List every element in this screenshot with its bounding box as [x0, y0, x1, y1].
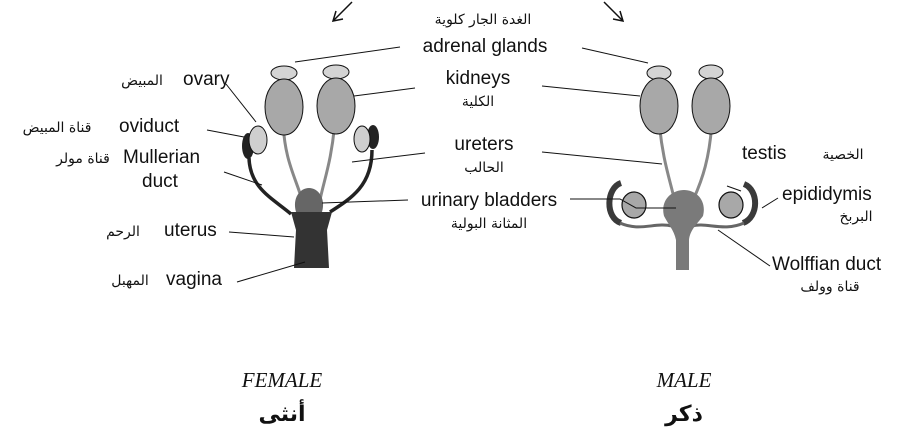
label-epididymis: epididymis	[782, 184, 872, 205]
labels: الغدة الجار كلوية adrenal glands kidneys…	[23, 12, 882, 295]
epididymis-right	[743, 184, 755, 223]
label-wolffian-duct-ar: قناة وولف	[800, 279, 859, 295]
leader-vagina	[237, 262, 305, 282]
uterus-vagina	[291, 212, 332, 268]
leader-adrenal-right	[582, 48, 648, 63]
label-epididymis-ar: البربخ	[839, 209, 872, 225]
label-urinary-bladders: urinary bladders	[421, 190, 557, 211]
female-adrenal-left	[271, 66, 297, 80]
label-mullerian-line1: Mullerian	[123, 147, 200, 168]
female-kidney-right	[317, 78, 355, 134]
label-kidneys-ar: الكلية	[462, 94, 494, 110]
label-ovary: ovary	[183, 69, 230, 90]
mullerian-duct-left	[249, 158, 291, 214]
leader-oviduct	[207, 130, 244, 137]
leader-wolffian	[718, 230, 770, 266]
label-mullerian-ar: قناة مولر	[55, 151, 110, 167]
label-uterus: uterus	[164, 220, 217, 241]
caption-female-ar: أنثى	[258, 398, 305, 427]
testis-left	[622, 192, 646, 218]
label-uterus-ar: الرحم	[106, 224, 140, 240]
label-testis: testis	[742, 143, 786, 164]
label-testis-ar: الخصية	[822, 147, 863, 163]
epididymis-left	[609, 183, 621, 223]
arrow-to-male	[604, 2, 622, 20]
leader-uterus	[229, 232, 294, 237]
leader-ovary	[226, 84, 256, 122]
wolffian-duct-left	[620, 223, 672, 227]
female-adrenal-right	[323, 65, 349, 79]
leader-mullerian	[224, 172, 262, 185]
male-kidney-left	[640, 78, 678, 134]
male-organs	[609, 65, 755, 270]
arrow-to-female	[334, 2, 352, 20]
leader-ureter-right	[542, 152, 662, 164]
male-kidney-right	[692, 78, 730, 134]
female-kidney-left	[265, 79, 303, 135]
male-urinary-bladder	[663, 190, 704, 270]
label-ureters: ureters	[454, 134, 513, 155]
leader-kidney-right	[542, 86, 640, 96]
leader-adrenal-left	[295, 47, 400, 62]
ovary-left	[249, 126, 267, 154]
label-adrenal-glands: adrenal glands	[423, 36, 548, 57]
label-wolffian-duct: Wolffian duct	[772, 254, 882, 275]
label-ovary-ar: المبيض	[121, 73, 163, 89]
leader-ureter-left	[352, 153, 425, 162]
caption-female: FEMALE	[241, 368, 323, 392]
leader-kidney-left	[354, 88, 415, 96]
ovary-right	[354, 126, 370, 152]
caption-male-ar: ذكر	[664, 402, 703, 427]
label-vagina: vagina	[166, 269, 222, 290]
label-adrenal-glands-ar: الغدة الجار كلوية	[435, 12, 532, 28]
label-kidneys: kidneys	[446, 68, 510, 89]
label-oviduct: oviduct	[119, 116, 180, 137]
leader-epididymis	[762, 198, 778, 208]
wolffian-duct-right	[692, 223, 744, 227]
label-mullerian-line2: duct	[142, 171, 179, 192]
label-oviduct-ar: قناة المبيض	[23, 120, 92, 136]
label-vagina-ar: المهبل	[111, 273, 149, 289]
male-adrenal-right	[699, 65, 723, 79]
captions: FEMALE أنثى MALE ذكر	[241, 368, 712, 427]
label-ureters-ar: الحالب	[464, 160, 503, 176]
leader-bladder-left	[322, 200, 408, 203]
testis-right	[719, 192, 743, 218]
caption-male: MALE	[656, 368, 712, 392]
label-urinary-bladders-ar: المثانة البولية	[451, 216, 527, 232]
leader-testis	[727, 186, 741, 191]
